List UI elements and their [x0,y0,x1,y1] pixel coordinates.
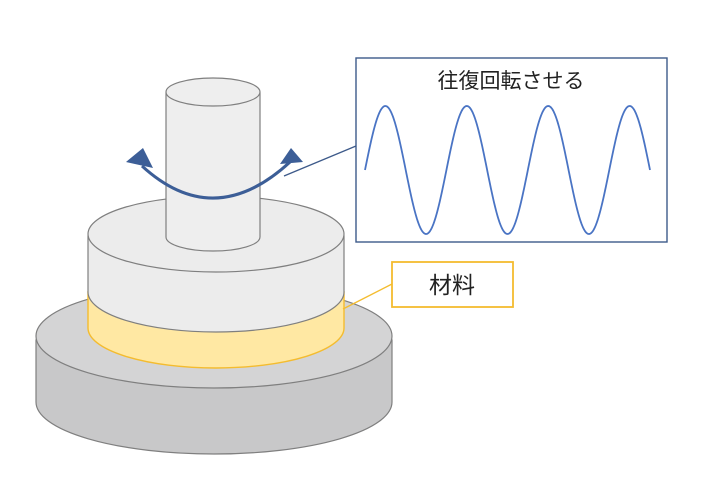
material-callout: 材料 [342,261,514,310]
oscillation-label: 往復回転させる [438,69,585,93]
curved-double-arrow-icon [126,148,303,200]
oscillation-callout: 往復回転させる [355,57,668,243]
sine-wave-icon [364,105,651,235]
shaft [165,77,261,252]
connector-line [283,145,357,177]
material-label: 材料 [429,273,475,299]
material-connector-line [342,283,393,310]
